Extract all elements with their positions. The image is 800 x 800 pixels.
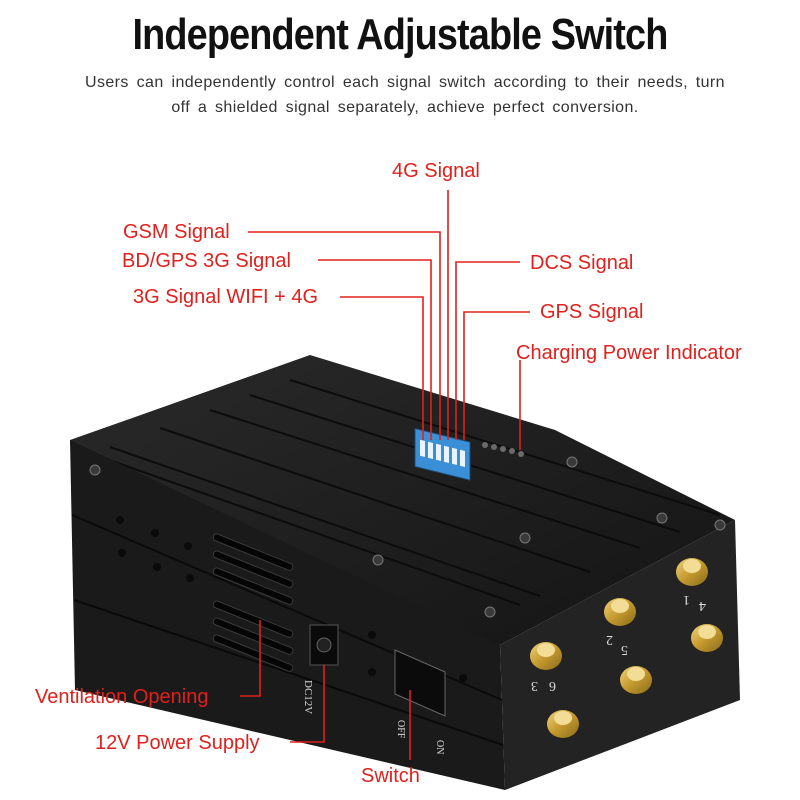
page-title: Independent Adjustable Switch xyxy=(132,10,668,59)
front-holes xyxy=(116,516,467,682)
ventilation-slots xyxy=(212,533,294,672)
on-marking: ON xyxy=(434,740,445,754)
antenna-connector-1 xyxy=(676,558,708,586)
callout-4g-signal: 4G Signal xyxy=(392,160,480,182)
description-line-1: Users can independently control each sig… xyxy=(85,74,725,91)
screws xyxy=(89,456,726,618)
callout-bdgps-3g-signal: BD/GPS 3G Signal xyxy=(122,250,291,272)
callout-3g-wifi-4g: 3G Signal WIFI + 4G xyxy=(133,286,319,308)
antenna-number-2: 2 xyxy=(606,632,613,647)
callout-12v-power-supply: 12V Power Supply xyxy=(95,732,260,754)
leader-bdgps xyxy=(318,259,432,440)
callout-charging-indicator: Charging Power Indicator xyxy=(516,342,742,364)
antenna-number-4: 4 xyxy=(699,598,706,613)
antenna-connector-2 xyxy=(604,598,636,626)
antenna-connector-3 xyxy=(530,642,562,670)
dip-switch-levers xyxy=(420,439,465,467)
antenna-number-3: 3 xyxy=(531,678,538,693)
callout-leader-lines xyxy=(240,190,530,760)
leader-ventilation xyxy=(240,620,261,697)
description-line-2: off a shielded signal separately, achiev… xyxy=(171,99,639,116)
dip-switch-block xyxy=(414,427,471,481)
description: Users can independently control each sig… xyxy=(60,70,750,120)
leader-power xyxy=(290,665,325,743)
leader-gps xyxy=(463,311,530,440)
leader-wifi xyxy=(340,296,424,440)
antenna-connector-6 xyxy=(547,710,579,738)
callout-gsm-signal: GSM Signal xyxy=(123,221,230,243)
off-marking: OFF xyxy=(395,720,406,739)
device-front-face xyxy=(70,440,505,790)
antenna-number-5: 5 xyxy=(621,642,628,657)
callout-ventilation-opening: Ventilation Opening xyxy=(35,686,209,708)
indicator-leds xyxy=(482,442,524,457)
callout-switch: Switch xyxy=(361,765,420,787)
callout-dcs-signal: DCS Signal xyxy=(530,252,634,274)
leader-dcs xyxy=(455,261,520,440)
antenna-number-6: 6 xyxy=(549,678,556,693)
dc12v-marking: DC12V xyxy=(302,680,314,714)
antenna-connector-4 xyxy=(691,624,723,652)
leader-gsm xyxy=(248,231,441,440)
callout-gps-signal: GPS Signal xyxy=(540,301,644,323)
antenna-numbers: 1 2 3 4 5 6 xyxy=(531,592,706,693)
antenna-connector-5 xyxy=(620,666,652,694)
antenna-number-1: 1 xyxy=(683,592,690,607)
device-top-face xyxy=(70,355,735,645)
antenna-connectors xyxy=(530,558,723,738)
rocker-switch xyxy=(394,649,446,717)
